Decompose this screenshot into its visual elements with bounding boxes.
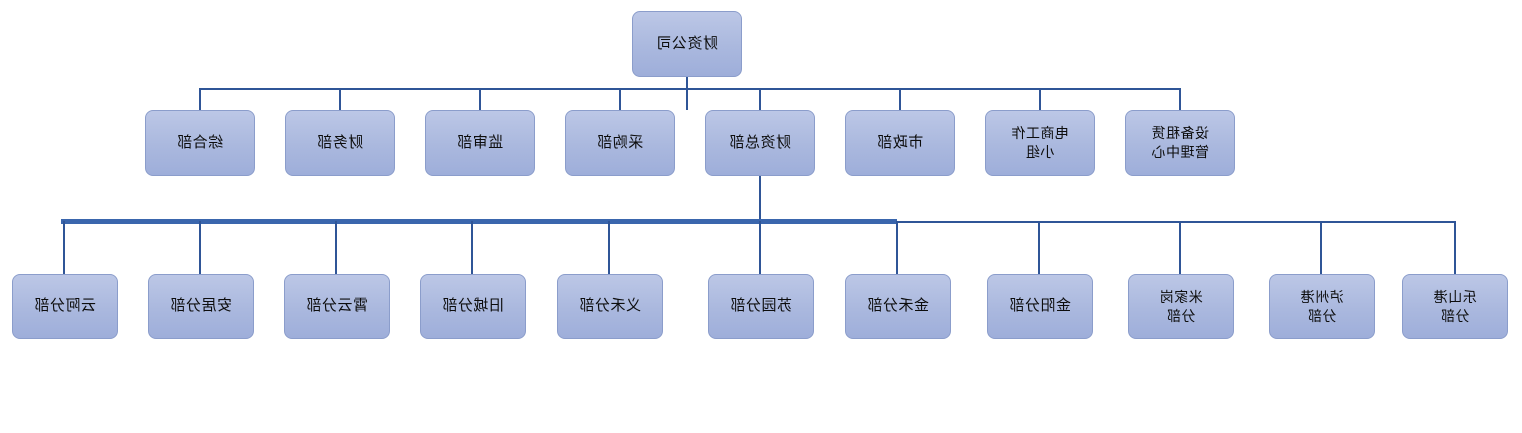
connector-level3-drop-5 <box>896 221 898 274</box>
connector-root-stem <box>686 77 688 110</box>
connector-level3-bus-highlight <box>61 219 897 224</box>
connector-level2-bus <box>200 88 1181 90</box>
org-node-level2-3[interactable]: 市政部 <box>845 110 955 176</box>
connector-level3-drop-11 <box>63 221 65 274</box>
connector-level2-drop-5 <box>619 88 621 110</box>
org-node-level3-8[interactable]: 旧城分部 <box>420 274 526 339</box>
connector-level3-drop-9 <box>335 221 337 274</box>
org-node-level3-4[interactable]: 金阳分部 <box>987 274 1093 339</box>
connector-level3-drop-6 <box>759 221 761 274</box>
connector-level3-drop-3 <box>1179 221 1181 274</box>
org-node-level3-1[interactable]: 乐山港 分部 <box>1402 274 1508 339</box>
connector-level3-drop-2 <box>1320 221 1322 274</box>
org-node-root[interactable]: 财资公司 <box>632 11 742 77</box>
connector-level3-drop-1 <box>1454 221 1456 274</box>
org-node-level3-10[interactable]: 安居分部 <box>148 274 254 339</box>
org-node-level2-8[interactable]: 综合部 <box>145 110 255 176</box>
org-node-level3-2[interactable]: 泸州港 分部 <box>1269 274 1375 339</box>
org-node-level2-7[interactable]: 财务部 <box>285 110 395 176</box>
connector-level3-drop-8 <box>471 221 473 274</box>
connector-level3-stem <box>759 176 761 221</box>
org-node-level3-6[interactable]: 苏园分部 <box>708 274 814 339</box>
org-node-level3-7[interactable]: 义禾分部 <box>557 274 663 339</box>
org-node-level2-5[interactable]: 采购部 <box>565 110 675 176</box>
connector-level2-drop-3 <box>899 88 901 110</box>
org-node-level3-11[interactable]: 云阿分部 <box>12 274 118 339</box>
connector-level2-drop-1 <box>1179 88 1181 110</box>
org-node-level3-3[interactable]: 米家岗 分部 <box>1128 274 1234 339</box>
connector-level2-drop-4 <box>759 88 761 110</box>
connector-level3-bus <box>896 221 1456 223</box>
connector-level3-drop-7 <box>608 221 610 274</box>
org-node-level2-1[interactable]: 设备租赁 管理中心 <box>1125 110 1235 176</box>
connector-level2-drop-6 <box>479 88 481 110</box>
connector-level3-drop-10 <box>199 221 201 274</box>
org-node-level3-9[interactable]: 霄云分部 <box>284 274 390 339</box>
connector-level2-drop-8 <box>199 88 201 110</box>
org-node-level3-5[interactable]: 金禾分部 <box>845 274 951 339</box>
org-node-level2-4[interactable]: 财资总部 <box>705 110 815 176</box>
org-node-level2-6[interactable]: 监审部 <box>425 110 535 176</box>
connector-level3-drop-4 <box>1038 221 1040 274</box>
org-node-level2-2[interactable]: 电商工作 小组 <box>985 110 1095 176</box>
connector-level2-drop-7 <box>339 88 341 110</box>
connector-level2-drop-2 <box>1039 88 1041 110</box>
